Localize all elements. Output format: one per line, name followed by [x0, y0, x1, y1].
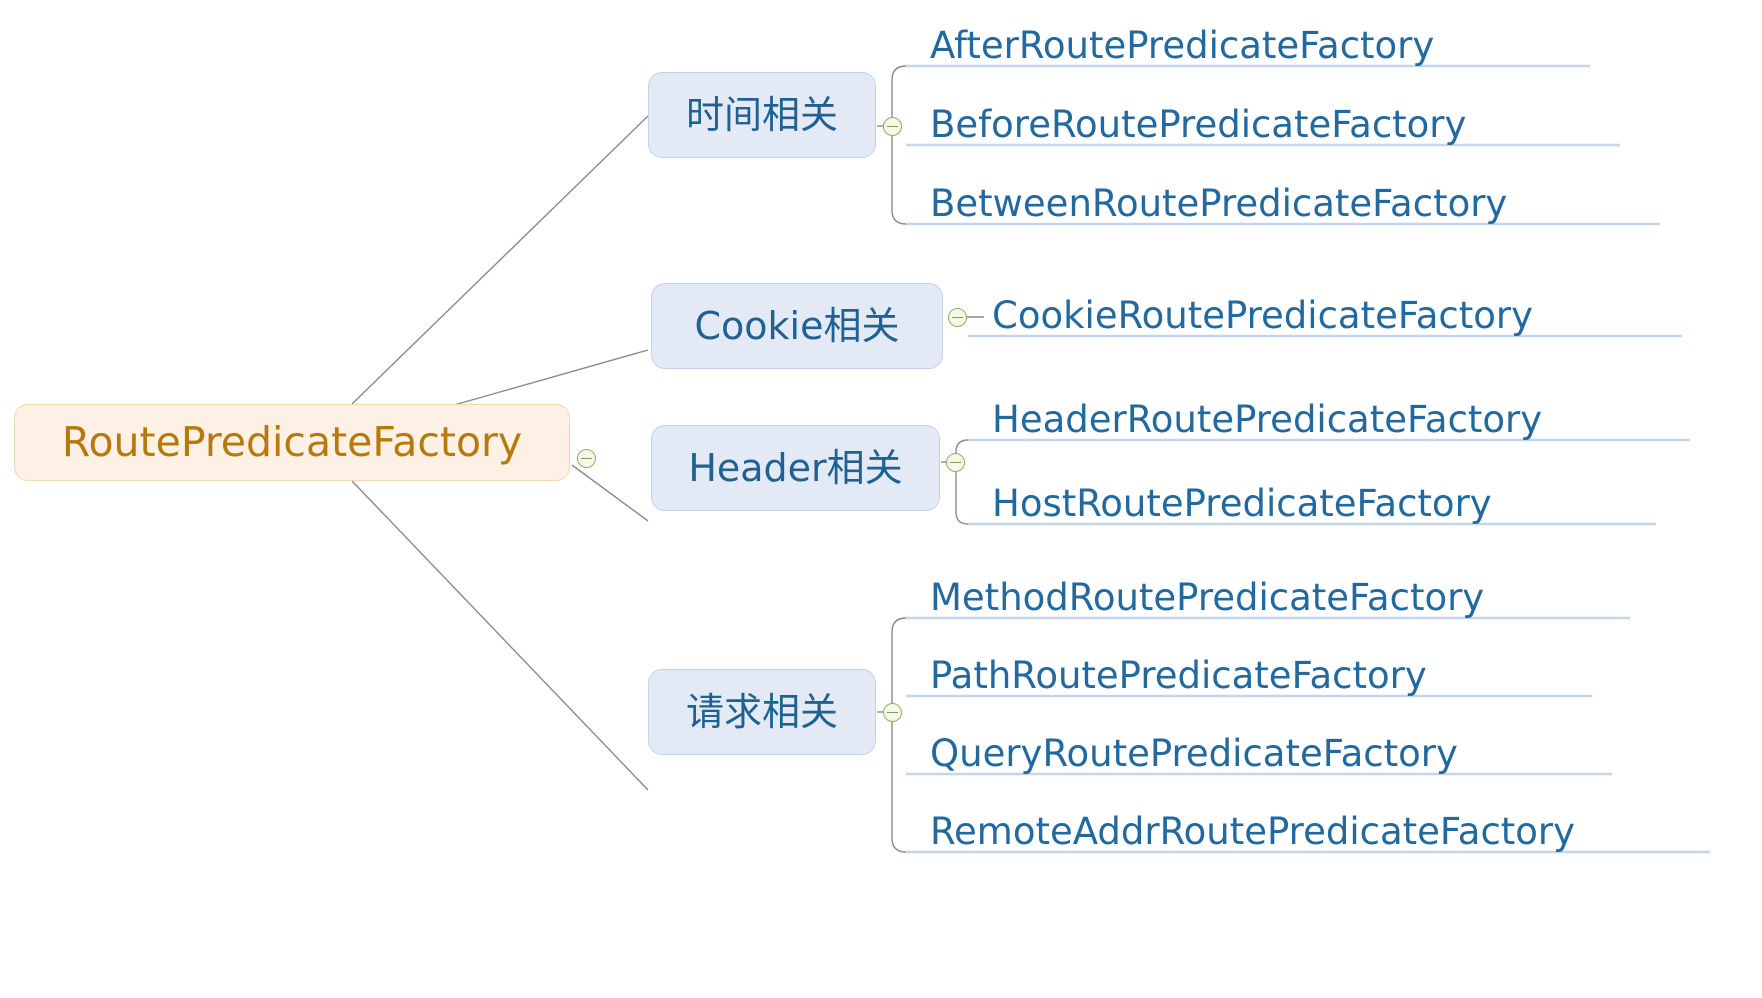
- branch-node-cookie-label: Cookie相关: [694, 304, 900, 348]
- leaf-node-query[interactable]: QueryRoutePredicateFactory: [930, 722, 1458, 772]
- branch-node-header-label: Header相关: [688, 446, 903, 490]
- leaf-node-after-label: AfterRoutePredicateFactory: [930, 24, 1435, 67]
- edge-root-cookie: [439, 349, 649, 410]
- leaf-node-remoteaddr[interactable]: RemoteAddrRoutePredicateFactory: [930, 800, 1575, 850]
- edge-bracket-request: [891, 617, 907, 853]
- leaf-node-cookie[interactable]: CookieRoutePredicateFactory: [992, 284, 1533, 334]
- leaf-node-path[interactable]: PathRoutePredicateFactory: [930, 644, 1427, 694]
- collapse-toggle-cookie[interactable]: [948, 308, 967, 327]
- leaf-node-between-label: BetweenRoutePredicateFactory: [930, 182, 1508, 225]
- collapse-toggle-request[interactable]: [883, 703, 902, 722]
- leaf-node-before-label: BeforeRoutePredicateFactory: [930, 103, 1467, 146]
- leaf-node-host-label: HostRoutePredicateFactory: [992, 482, 1492, 525]
- root-node-label: RoutePredicateFactory: [61, 418, 523, 466]
- branch-node-request[interactable]: 请求相关: [648, 669, 876, 755]
- branch-node-cookie[interactable]: Cookie相关: [651, 283, 943, 369]
- collapse-toggle-time[interactable]: [883, 117, 902, 136]
- leaf-node-cookie-label: CookieRoutePredicateFactory: [992, 294, 1534, 337]
- leaf-node-host[interactable]: HostRoutePredicateFactory: [992, 472, 1492, 522]
- edge-root-time: [351, 115, 649, 405]
- edge-bracket-time: [891, 65, 907, 225]
- branch-node-time-label: 时间相关: [685, 93, 838, 137]
- leaf-node-header[interactable]: HeaderRoutePredicateFactory: [992, 388, 1542, 438]
- leaf-node-after[interactable]: AfterRoutePredicateFactory: [930, 14, 1434, 64]
- branch-node-time[interactable]: 时间相关: [648, 72, 876, 158]
- collapse-toggle-root[interactable]: [577, 449, 596, 468]
- leaf-node-query-label: QueryRoutePredicateFactory: [930, 732, 1458, 775]
- branch-node-header[interactable]: Header相关: [651, 425, 940, 511]
- leaf-node-method-label: MethodRoutePredicateFactory: [930, 576, 1485, 619]
- root-node[interactable]: RoutePredicateFactory: [14, 404, 570, 481]
- edge-root-header: [571, 464, 649, 522]
- leaf-node-path-label: PathRoutePredicateFactory: [930, 654, 1427, 697]
- edge-root-request: [351, 480, 649, 791]
- leaf-node-before[interactable]: BeforeRoutePredicateFactory: [930, 93, 1466, 143]
- leaf-node-header-label: HeaderRoutePredicateFactory: [992, 398, 1543, 441]
- collapse-toggle-header[interactable]: [946, 453, 965, 472]
- leaf-node-method[interactable]: MethodRoutePredicateFactory: [930, 566, 1484, 616]
- leaf-node-between[interactable]: BetweenRoutePredicateFactory: [930, 172, 1507, 222]
- branch-node-request-label: 请求相关: [685, 690, 838, 734]
- leaf-node-remoteaddr-label: RemoteAddrRoutePredicateFactory: [930, 810, 1576, 853]
